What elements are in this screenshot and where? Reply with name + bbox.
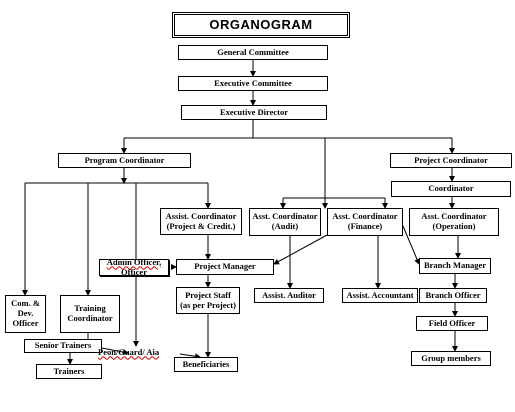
node-branch-officer: Branch Officer — [419, 288, 487, 303]
node-asst-coordinator-audit: Asst. Coordinator (Audit) — [249, 208, 321, 236]
node-executive-committee: Executive Committee — [178, 76, 328, 91]
node-executive-director: Executive Director — [181, 105, 327, 120]
node-training-coordinator: Training Coordinator — [60, 295, 120, 333]
node-beneficiaries: Beneficiaries — [174, 357, 238, 372]
node-com-dev-officer: Com. & Dev. Officer — [5, 295, 46, 333]
node-program-coordinator: Program Coordinator — [58, 153, 191, 168]
node-project-staff: Project Staff (as per Project) — [176, 287, 240, 314]
node-field-officer: Field Officer — [416, 316, 488, 331]
node-peon-guard-aia: Peon/Guard/ Aia — [98, 346, 160, 357]
node-general-committee: General Committee — [178, 45, 328, 60]
node-senior-trainers: Senior Trainers — [24, 339, 102, 353]
connector-31 — [101, 347, 129, 356]
connector-21 — [402, 225, 420, 265]
node-asst-coordinator-finance: Asst. Coordinator (Finance) — [327, 208, 403, 236]
node-asst-coordinator-operation: Asst. Coordinator (Operation) — [409, 208, 499, 236]
node-assist-auditor: Assist. Auditor — [254, 288, 324, 303]
node-project-coordinator: Project Coordinator — [390, 153, 512, 168]
node-coordinator: Coordinator — [391, 181, 511, 197]
connector-33 — [179, 353, 201, 360]
connector-20 — [273, 234, 328, 265]
node-branch-manager: Branch Manager — [419, 258, 491, 274]
organogram-title: ORGANOGRAM — [172, 12, 350, 38]
node-trainers: Trainers — [36, 364, 102, 379]
node-group-members: Group members — [411, 351, 491, 366]
node-project-manager: Project Manager — [176, 259, 274, 275]
node-assist-coordinator-project-credit: Assist. Coordinator (Project & Credit.) — [160, 208, 242, 235]
node-admin-officer: Admin Officer, Officer — [99, 259, 169, 276]
node-assist-accountant: Assist. Accountant — [342, 288, 418, 303]
